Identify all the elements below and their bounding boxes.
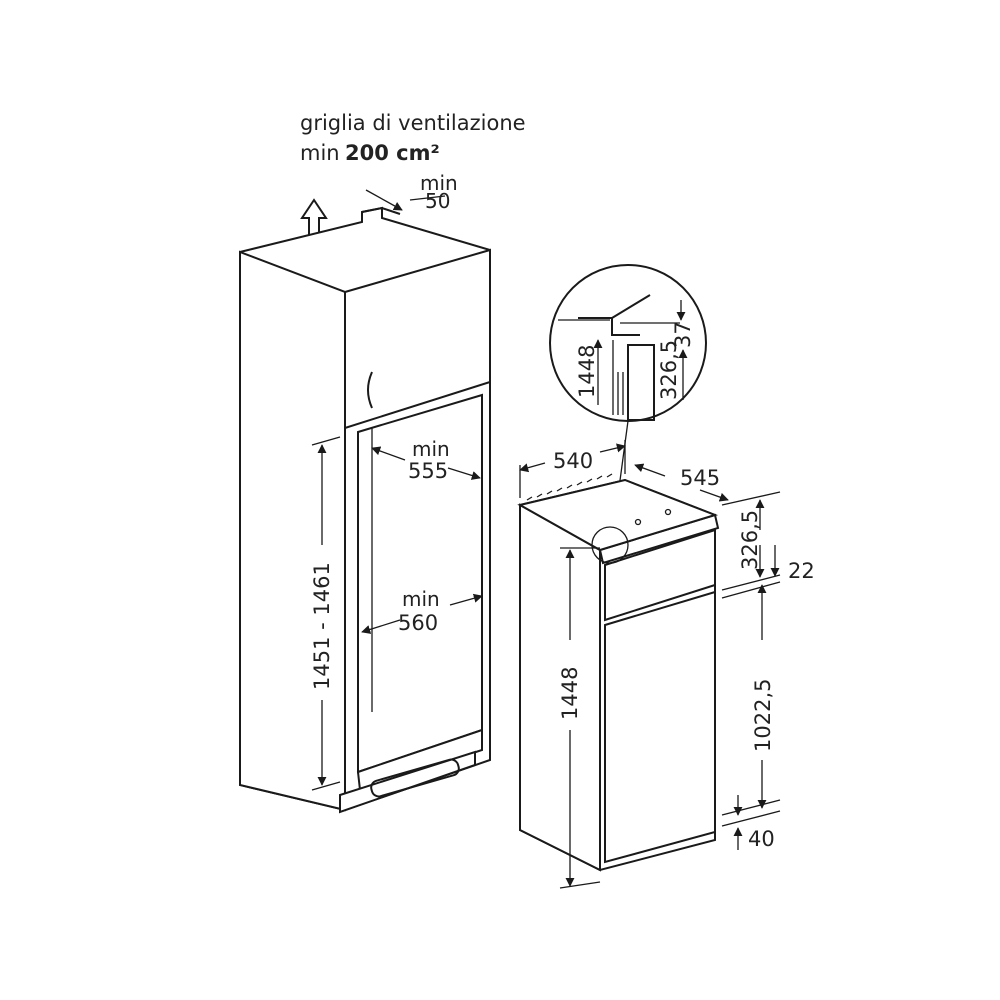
detail-inset: 1448 37 326,5 — [549, 264, 707, 541]
width-555-value: 555 — [408, 459, 448, 483]
detail-height-value: 1448 — [575, 345, 599, 398]
top-gap-value: 50 — [425, 189, 450, 213]
width-560-value: 560 — [398, 611, 438, 635]
bottom-value: 40 — [748, 827, 775, 851]
ventilation-area-value: 200 cm² — [345, 141, 440, 165]
fridge-width-value: 540 — [553, 449, 593, 473]
ventilation-label: griglia di ventilazione — [300, 111, 526, 135]
width-560-min-label: min — [402, 587, 440, 611]
width-555-min-label: min — [412, 437, 450, 461]
fridge-depth-value: 545 — [680, 466, 720, 490]
detail-upper-section-value: 326,5 — [657, 340, 681, 400]
lower-section-value: 1022,5 — [751, 679, 775, 752]
cabinet-height-value: 1451 - 1461 — [310, 562, 334, 690]
upper-section-value: 326,5 — [738, 510, 762, 570]
gap-value: 22 — [788, 559, 815, 583]
kitchen-cabinet — [239, 206, 491, 814]
detail-offset-value: 37 — [671, 321, 695, 348]
ventilation-min-label: min — [300, 141, 340, 165]
freezer-door — [604, 528, 716, 622]
fridge-height-value: 1448 — [558, 667, 582, 720]
door-handle — [367, 371, 373, 409]
fridge-door — [604, 590, 716, 864]
plinth-grille — [370, 758, 460, 798]
upper-cabinet-door — [344, 248, 491, 430]
top-gap-min-label: min — [420, 171, 458, 195]
fridge-appliance — [517, 473, 720, 872]
